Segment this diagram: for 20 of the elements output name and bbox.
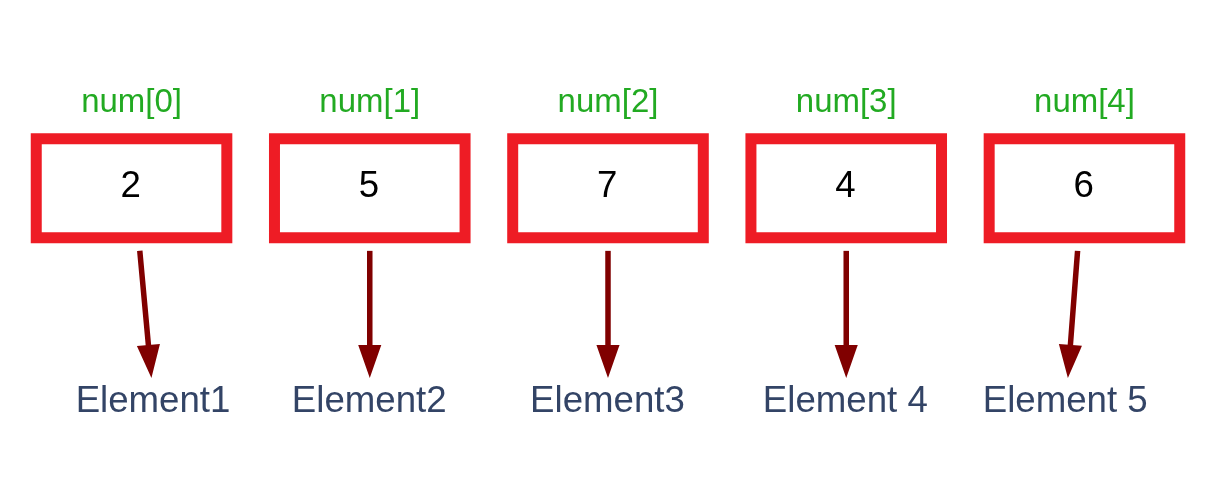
node-box: 4 xyxy=(745,132,947,243)
node-label: num[2] xyxy=(557,81,659,119)
arrow xyxy=(136,250,160,378)
arrow xyxy=(358,250,382,378)
node-text: Element 5 xyxy=(982,378,1148,420)
node-text: Element3 xyxy=(530,378,685,420)
arrow xyxy=(596,250,620,378)
node-box: 7 xyxy=(507,132,709,243)
node-box: 5 xyxy=(269,132,471,243)
arrow xyxy=(1058,250,1082,378)
node-box: 6 xyxy=(983,132,1186,243)
node-text: Element2 xyxy=(291,378,447,420)
node-label: num[1] xyxy=(319,81,421,119)
node-text: Element 4 xyxy=(762,378,928,420)
node-label: num[0] xyxy=(81,81,182,119)
arrow xyxy=(834,250,858,378)
node-label: num[4] xyxy=(1034,81,1135,119)
node-box: 2 xyxy=(30,132,233,243)
node-text: Element1 xyxy=(75,378,231,420)
node-label: num[3] xyxy=(795,81,897,119)
